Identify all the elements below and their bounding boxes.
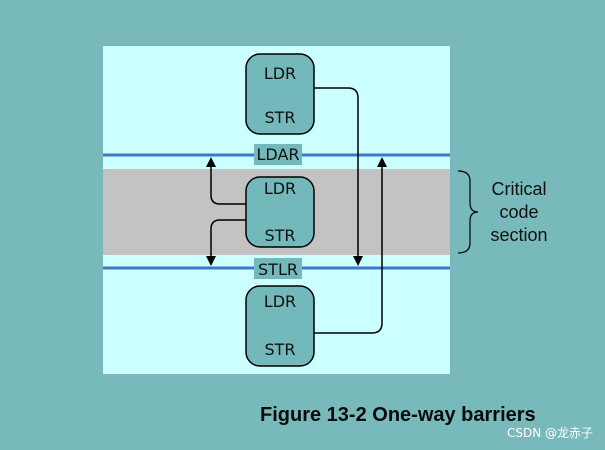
middle-block-str: STR — [264, 226, 295, 245]
critical-section-label-line3: section — [490, 225, 547, 245]
middle-ldr-str-block: LDR STR — [245, 176, 315, 248]
top-down-arrow — [314, 87, 363, 266]
ldar-label-bg — [254, 144, 302, 165]
ldar-label: LDAR — [256, 145, 299, 164]
middle-block-ldr: LDR — [264, 179, 296, 198]
middle-up-arrow — [206, 157, 246, 205]
watermark: CSDN @龙赤子 — [506, 426, 593, 440]
stlr-label: STLR — [258, 260, 298, 279]
bottom-up-arrow — [314, 157, 387, 334]
stlr-label-bg — [254, 258, 302, 279]
bottom-block-str: STR — [264, 340, 295, 359]
bottom-ldr-str-block: LDR STR — [245, 285, 315, 367]
critical-section-label-line1: Critical — [491, 179, 546, 199]
top-block-ldr: LDR — [264, 64, 296, 83]
middle-down-arrow — [206, 219, 246, 266]
critical-section-label-line2: code — [499, 202, 538, 222]
top-ldr-str-block: LDR STR — [245, 53, 315, 135]
top-block-str: STR — [264, 108, 295, 127]
bottom-block-ldr: LDR — [264, 292, 296, 311]
figure-caption: Figure 13-2 One-way barriers — [260, 404, 536, 426]
critical-section-brace-icon — [457, 170, 479, 254]
